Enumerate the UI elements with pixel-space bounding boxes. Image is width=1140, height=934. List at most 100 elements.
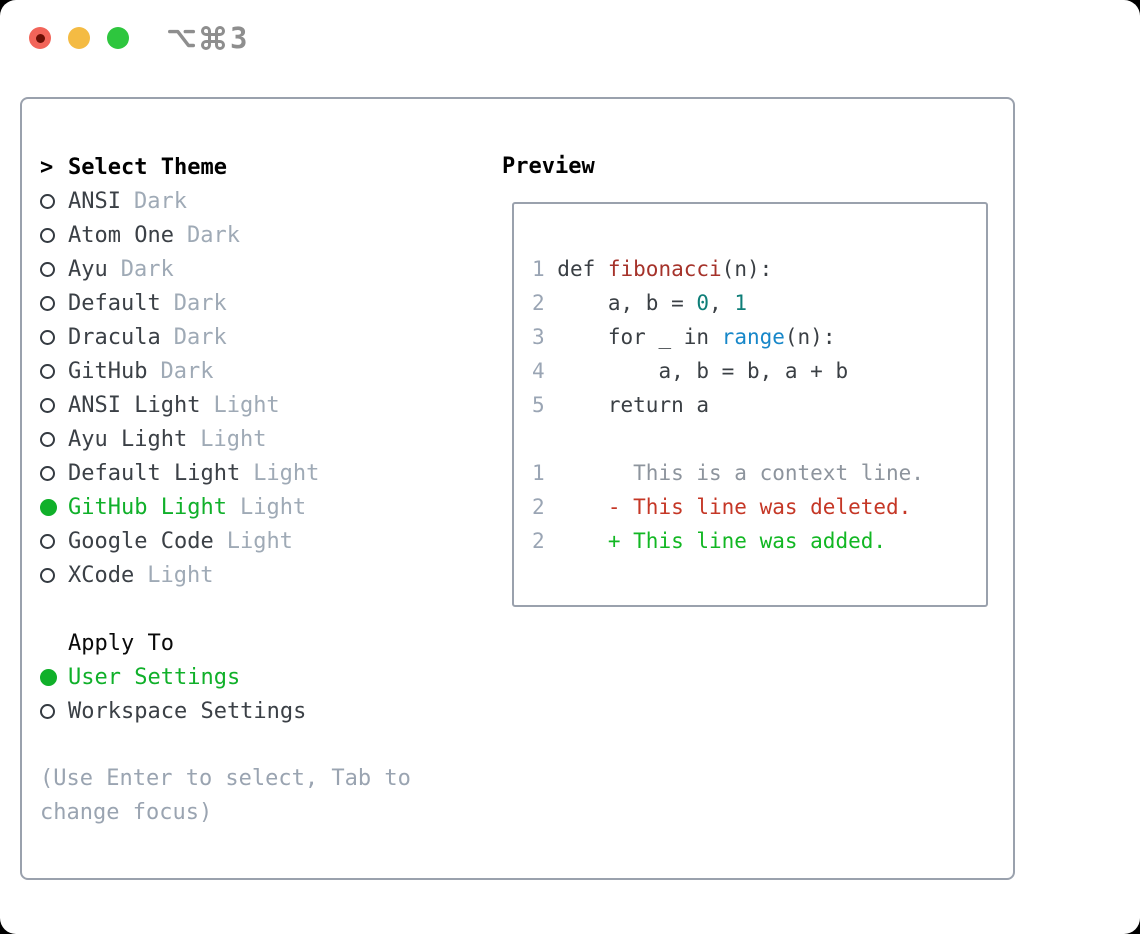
code-line: 1 def fibonacci(n): <box>532 252 986 286</box>
theme-option-marker <box>40 465 68 481</box>
theme-name: ANSI <box>68 188 121 214</box>
theme-option-marker <box>40 261 68 277</box>
theme-option-marker <box>40 498 68 516</box>
minimize-button[interactable] <box>68 27 90 49</box>
code-segment-lineno: 1 <box>532 461 545 485</box>
theme-option-marker <box>40 329 68 345</box>
code-segment-added: + This line was added. <box>544 529 887 553</box>
apply-option[interactable]: Workspace Settings <box>40 694 440 728</box>
theme-name: GitHub <box>68 358 148 384</box>
radio-icon <box>40 295 55 311</box>
spacer <box>40 592 440 626</box>
code-segment-lineno: 2 <box>532 495 545 519</box>
theme-option-marker <box>40 295 68 311</box>
apply-option-marker <box>40 668 68 686</box>
selected-radio-icon <box>40 498 57 516</box>
code-segment-num: 1 <box>734 291 747 315</box>
code-line: 2 a, b = 0, 1 <box>532 286 986 320</box>
code-line: 2 + This line was added. <box>532 524 986 558</box>
code-segment-builtin: range <box>721 325 785 349</box>
code-segment-plain: a, b = b, a + b <box>544 359 849 383</box>
code-line: 3 for _ in range(n): <box>532 320 986 354</box>
apply-option-marker <box>40 703 68 719</box>
theme-tag: Light <box>253 460 320 486</box>
code-segment-deleted: - This line was deleted. <box>544 495 912 519</box>
code-segment-plain: return a <box>544 393 710 417</box>
theme-tag: Dark <box>160 358 214 384</box>
theme-tag: Light <box>200 426 267 452</box>
window-shortcut: 3 <box>166 20 247 56</box>
radio-icon <box>40 363 55 379</box>
theme-tag: Light <box>147 562 214 588</box>
theme-option-marker <box>40 227 68 243</box>
shortcut-number: 3 <box>230 21 248 55</box>
preview-title: Preview <box>502 154 595 179</box>
theme-name: ANSI Light <box>68 392 201 418</box>
theme-option-marker <box>40 397 68 413</box>
code-line: 2 - This line was deleted. <box>532 490 986 524</box>
radio-icon <box>40 397 55 413</box>
apply-option-label: Workspace Settings <box>68 698 307 724</box>
code-segment-plain: (n): <box>784 325 836 349</box>
record-dot-icon <box>35 33 45 43</box>
theme-option-marker <box>40 431 68 447</box>
theme-option[interactable]: Default Light Light <box>40 456 440 490</box>
zoom-button[interactable] <box>107 27 129 49</box>
theme-name: Default Light <box>68 460 241 486</box>
theme-option[interactable]: Ayu Light Light <box>40 422 440 456</box>
theme-name: Dracula <box>68 324 161 350</box>
select-theme-header: > Select Theme <box>40 150 440 184</box>
code-segment-lineno: 4 <box>532 359 545 383</box>
code-segment-context: This is a context line. <box>544 461 924 485</box>
radio-icon <box>40 533 55 549</box>
radio-icon <box>40 227 55 243</box>
apply-option[interactable]: User Settings <box>40 660 440 694</box>
theme-option[interactable]: GitHub Dark <box>40 354 440 388</box>
radio-icon <box>40 329 55 345</box>
theme-option-marker <box>40 193 68 209</box>
code-segment-plain: , <box>709 291 735 315</box>
theme-tag: Dark <box>133 188 187 214</box>
radio-icon <box>40 567 55 583</box>
apply-to-header: Apply To <box>40 626 440 660</box>
traffic-lights <box>29 27 129 49</box>
code-line: 5 return a <box>532 388 986 422</box>
theme-option-marker <box>40 533 68 549</box>
spacer <box>40 728 440 762</box>
theme-tag: Dark <box>173 324 227 350</box>
code-segment-lineno: 5 <box>532 393 545 417</box>
code-segment-lineno: 2 <box>532 529 545 553</box>
code-segment-num: 0 <box>696 291 710 315</box>
theme-name: GitHub Light <box>68 494 227 520</box>
theme-option[interactable]: ANSI Dark <box>40 184 440 218</box>
radio-icon <box>40 261 55 277</box>
apply-to-title: Apply To <box>68 630 174 656</box>
cursor-icon: > <box>40 154 54 180</box>
theme-tag: Dark <box>120 256 174 282</box>
theme-name: Atom One <box>68 222 174 248</box>
theme-name: Ayu Light <box>68 426 188 452</box>
theme-option[interactable]: Dracula Dark <box>40 320 440 354</box>
code-segment-plain: for _ in <box>544 325 722 349</box>
close-button[interactable] <box>29 27 51 49</box>
theme-option-marker <box>40 363 68 379</box>
code-line <box>532 422 986 456</box>
code-segment-lineno: 3 <box>532 325 545 349</box>
option-key-icon <box>168 29 196 48</box>
code-segment-plain: a, b = <box>544 291 697 315</box>
code-segment-lineno: 2 <box>532 291 545 315</box>
code-line: 1 This is a context line. <box>532 456 986 490</box>
section-title: Select Theme <box>68 154 227 180</box>
theme-tag: Dark <box>173 290 227 316</box>
